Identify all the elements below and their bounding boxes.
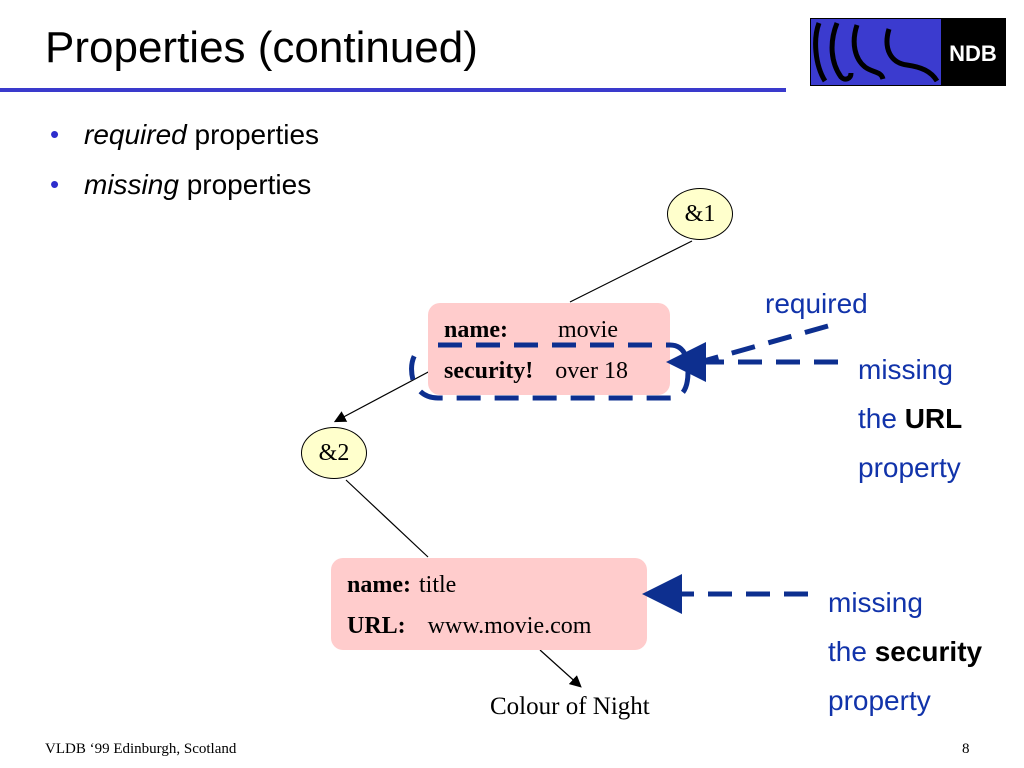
- annotation-emphasis: URL: [904, 403, 963, 434]
- annotation-missing-security: missing the security property: [828, 578, 982, 725]
- footer-conference: VLDB ‘99 Edinburgh, Scotland: [45, 741, 237, 757]
- node-1: &1: [667, 188, 733, 240]
- edge-object2-leaf: [539, 649, 582, 688]
- annotation-line: the security: [828, 627, 982, 676]
- dashed-required-outline: [409, 342, 691, 401]
- property-value: movie: [557, 317, 618, 343]
- title-underline: [0, 88, 786, 92]
- annotation-text: the: [858, 403, 905, 434]
- property-value: over 18: [555, 358, 628, 384]
- property-key: URL:: [347, 613, 406, 639]
- object-box-title: name: title URL: www.movie.com: [331, 558, 647, 650]
- dashed-required-pointer: [685, 323, 829, 369]
- property-value: www.movie.com: [427, 613, 592, 639]
- footer-page-number: 8: [962, 741, 970, 757]
- object-row-name: name: title: [347, 572, 456, 599]
- logo-black-panel: [941, 19, 1005, 85]
- edge-node2-object2: [345, 479, 429, 558]
- object-row-security: security! over 18: [444, 358, 628, 385]
- annotation-missing-url: missing the URL property: [858, 345, 962, 492]
- object-row-name: name: movie: [444, 317, 618, 344]
- annotation-text: the: [828, 636, 875, 667]
- annotation-emphasis: security: [874, 636, 983, 667]
- ndb-logo: NDB: [810, 18, 1006, 86]
- bullet-text: properties: [178, 169, 312, 200]
- annotation-line: missing: [858, 354, 953, 385]
- bullet-item-missing: • missing properties: [50, 160, 319, 210]
- annotation-line: the URL: [858, 394, 962, 443]
- bullet-dot-icon: •: [50, 119, 60, 149]
- annotation-line: property: [858, 452, 961, 483]
- property-key: security!: [444, 358, 534, 384]
- property-key: name:: [347, 572, 411, 598]
- bullet-list: • required properties • missing properti…: [50, 110, 319, 210]
- bullet-text: properties: [186, 119, 320, 150]
- node-2: &2: [301, 427, 367, 479]
- bullet-dot-icon: •: [50, 169, 60, 199]
- property-value: title: [418, 572, 457, 598]
- logo-graphic: NDB: [811, 19, 1005, 85]
- edge-object1-node2: [333, 369, 433, 423]
- edge-node1-object1: [569, 240, 693, 303]
- leaf-value: Colour of Night: [490, 693, 650, 720]
- annotation-line: missing: [828, 587, 923, 618]
- property-key: name:: [444, 317, 508, 343]
- logo-text: NDB: [949, 41, 997, 66]
- bullet-italic: required: [84, 119, 187, 150]
- annotation-required: required: [765, 288, 868, 319]
- logo-squiggle-lines: [813, 22, 940, 83]
- bullet-item-required: • required properties: [50, 110, 319, 160]
- object-row-url: URL: www.movie.com: [347, 613, 591, 640]
- object-box-movie: name: movie security! over 18: [428, 303, 670, 395]
- annotation-line: property: [828, 685, 931, 716]
- slide-title: Properties (continued): [45, 23, 478, 72]
- bullet-italic: missing: [84, 169, 179, 200]
